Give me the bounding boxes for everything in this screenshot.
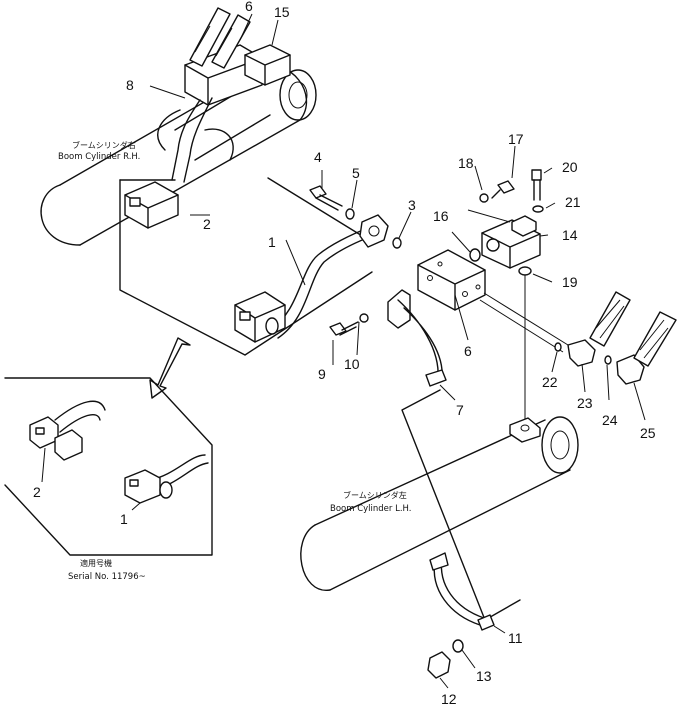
boom-lh-label-en: Boom Cylinder L.H. [330, 504, 412, 514]
callout-14: 14 [562, 227, 578, 243]
boom-rh-label-jp: ブームシリンダ右 [72, 140, 136, 150]
leader-lines-upper-left [149, 13, 306, 286]
serial-label-jp: 適用号機 [80, 558, 112, 568]
callout-21: 21 [565, 194, 581, 210]
washer-10 [359, 313, 369, 323]
leader-lines-middle [332, 294, 469, 401]
leader-lines-elbows [551, 351, 646, 421]
washer-21 [532, 205, 544, 213]
bolt-4 [309, 185, 343, 211]
boom-cylinder-lh [300, 416, 579, 591]
leader-lines-upper [321, 170, 412, 239]
callout-22: 22 [542, 374, 558, 390]
arrow-to-inset [149, 337, 191, 399]
callout-25: 25 [640, 425, 656, 441]
boom-lh-label-jp: ブームシリンダ左 [343, 490, 407, 500]
callout-10: 10 [344, 356, 360, 372]
manifold-block-6 [417, 249, 486, 311]
leader-14-bolt [467, 209, 511, 223]
leader-lines-lower [439, 625, 506, 689]
pipe-1 [234, 214, 389, 343]
callout-15: 15 [274, 4, 290, 20]
serial-label-en: Serial No. 11796~ [68, 572, 146, 582]
callout-8: 8 [126, 77, 134, 93]
callout-6: 6 [464, 343, 472, 359]
leader-16 [451, 231, 471, 253]
callout-23: 23 [577, 395, 593, 411]
callout-2: 2 [203, 216, 211, 232]
elbow-25 [616, 354, 645, 385]
inset-callout-2: 2 [33, 484, 41, 500]
pipe-2 [124, 181, 179, 229]
callout-17: 17 [508, 131, 524, 147]
hose-upper-left [589, 291, 631, 347]
bolt-20 [531, 169, 542, 201]
o-ring-3 [392, 237, 402, 249]
callout-9: 9 [318, 366, 326, 382]
callout-7: 7 [456, 402, 464, 418]
callout-24: 24 [602, 412, 618, 428]
o-ring-22 [554, 342, 562, 352]
callout-16: 16 [433, 208, 449, 224]
clamp-11 [429, 552, 495, 631]
inset-pipe-1 [124, 454, 209, 504]
callout-1: 1 [268, 234, 276, 250]
inset-pipe-2 [29, 400, 106, 461]
lower-clamp-frame [401, 389, 521, 621]
elbow-23 [567, 339, 596, 367]
callout-13: 13 [476, 668, 492, 684]
callout-19: 19 [562, 274, 578, 290]
washer-18 [479, 193, 489, 203]
leader-lines-right [474, 145, 556, 237]
bolt-17 [491, 180, 515, 199]
nut-12 [427, 651, 451, 679]
washer-5 [345, 208, 355, 220]
valve-block-14 [481, 215, 541, 269]
o-ring-19 [518, 266, 532, 276]
callout-3: 3 [408, 197, 416, 213]
o-ring-16 [469, 248, 481, 262]
callout-6-top: 6 [245, 0, 253, 14]
connector-pipe [479, 292, 569, 353]
inset-frame [4, 377, 213, 556]
callout-11: 11 [508, 630, 523, 646]
callout-12: 12 [441, 691, 457, 704]
bolt-9 [329, 321, 359, 336]
rh-block-assembly [157, 7, 291, 183]
callout-5: 5 [352, 165, 360, 181]
o-ring-24 [604, 355, 612, 365]
clamp-7 [387, 289, 447, 387]
leader-19 [524, 273, 553, 425]
inset-callout-1: 1 [120, 511, 128, 527]
hose-upper-right [633, 311, 677, 367]
callout-18: 18 [458, 155, 474, 171]
callout-20: 20 [562, 159, 578, 175]
inset-leaders [41, 447, 141, 511]
callout-4: 4 [314, 149, 322, 165]
boom-rh-label-en: Boom Cylinder R.H. [58, 152, 140, 162]
detail-frame-pipe-1 [119, 177, 373, 356]
washer-13 [452, 639, 464, 653]
